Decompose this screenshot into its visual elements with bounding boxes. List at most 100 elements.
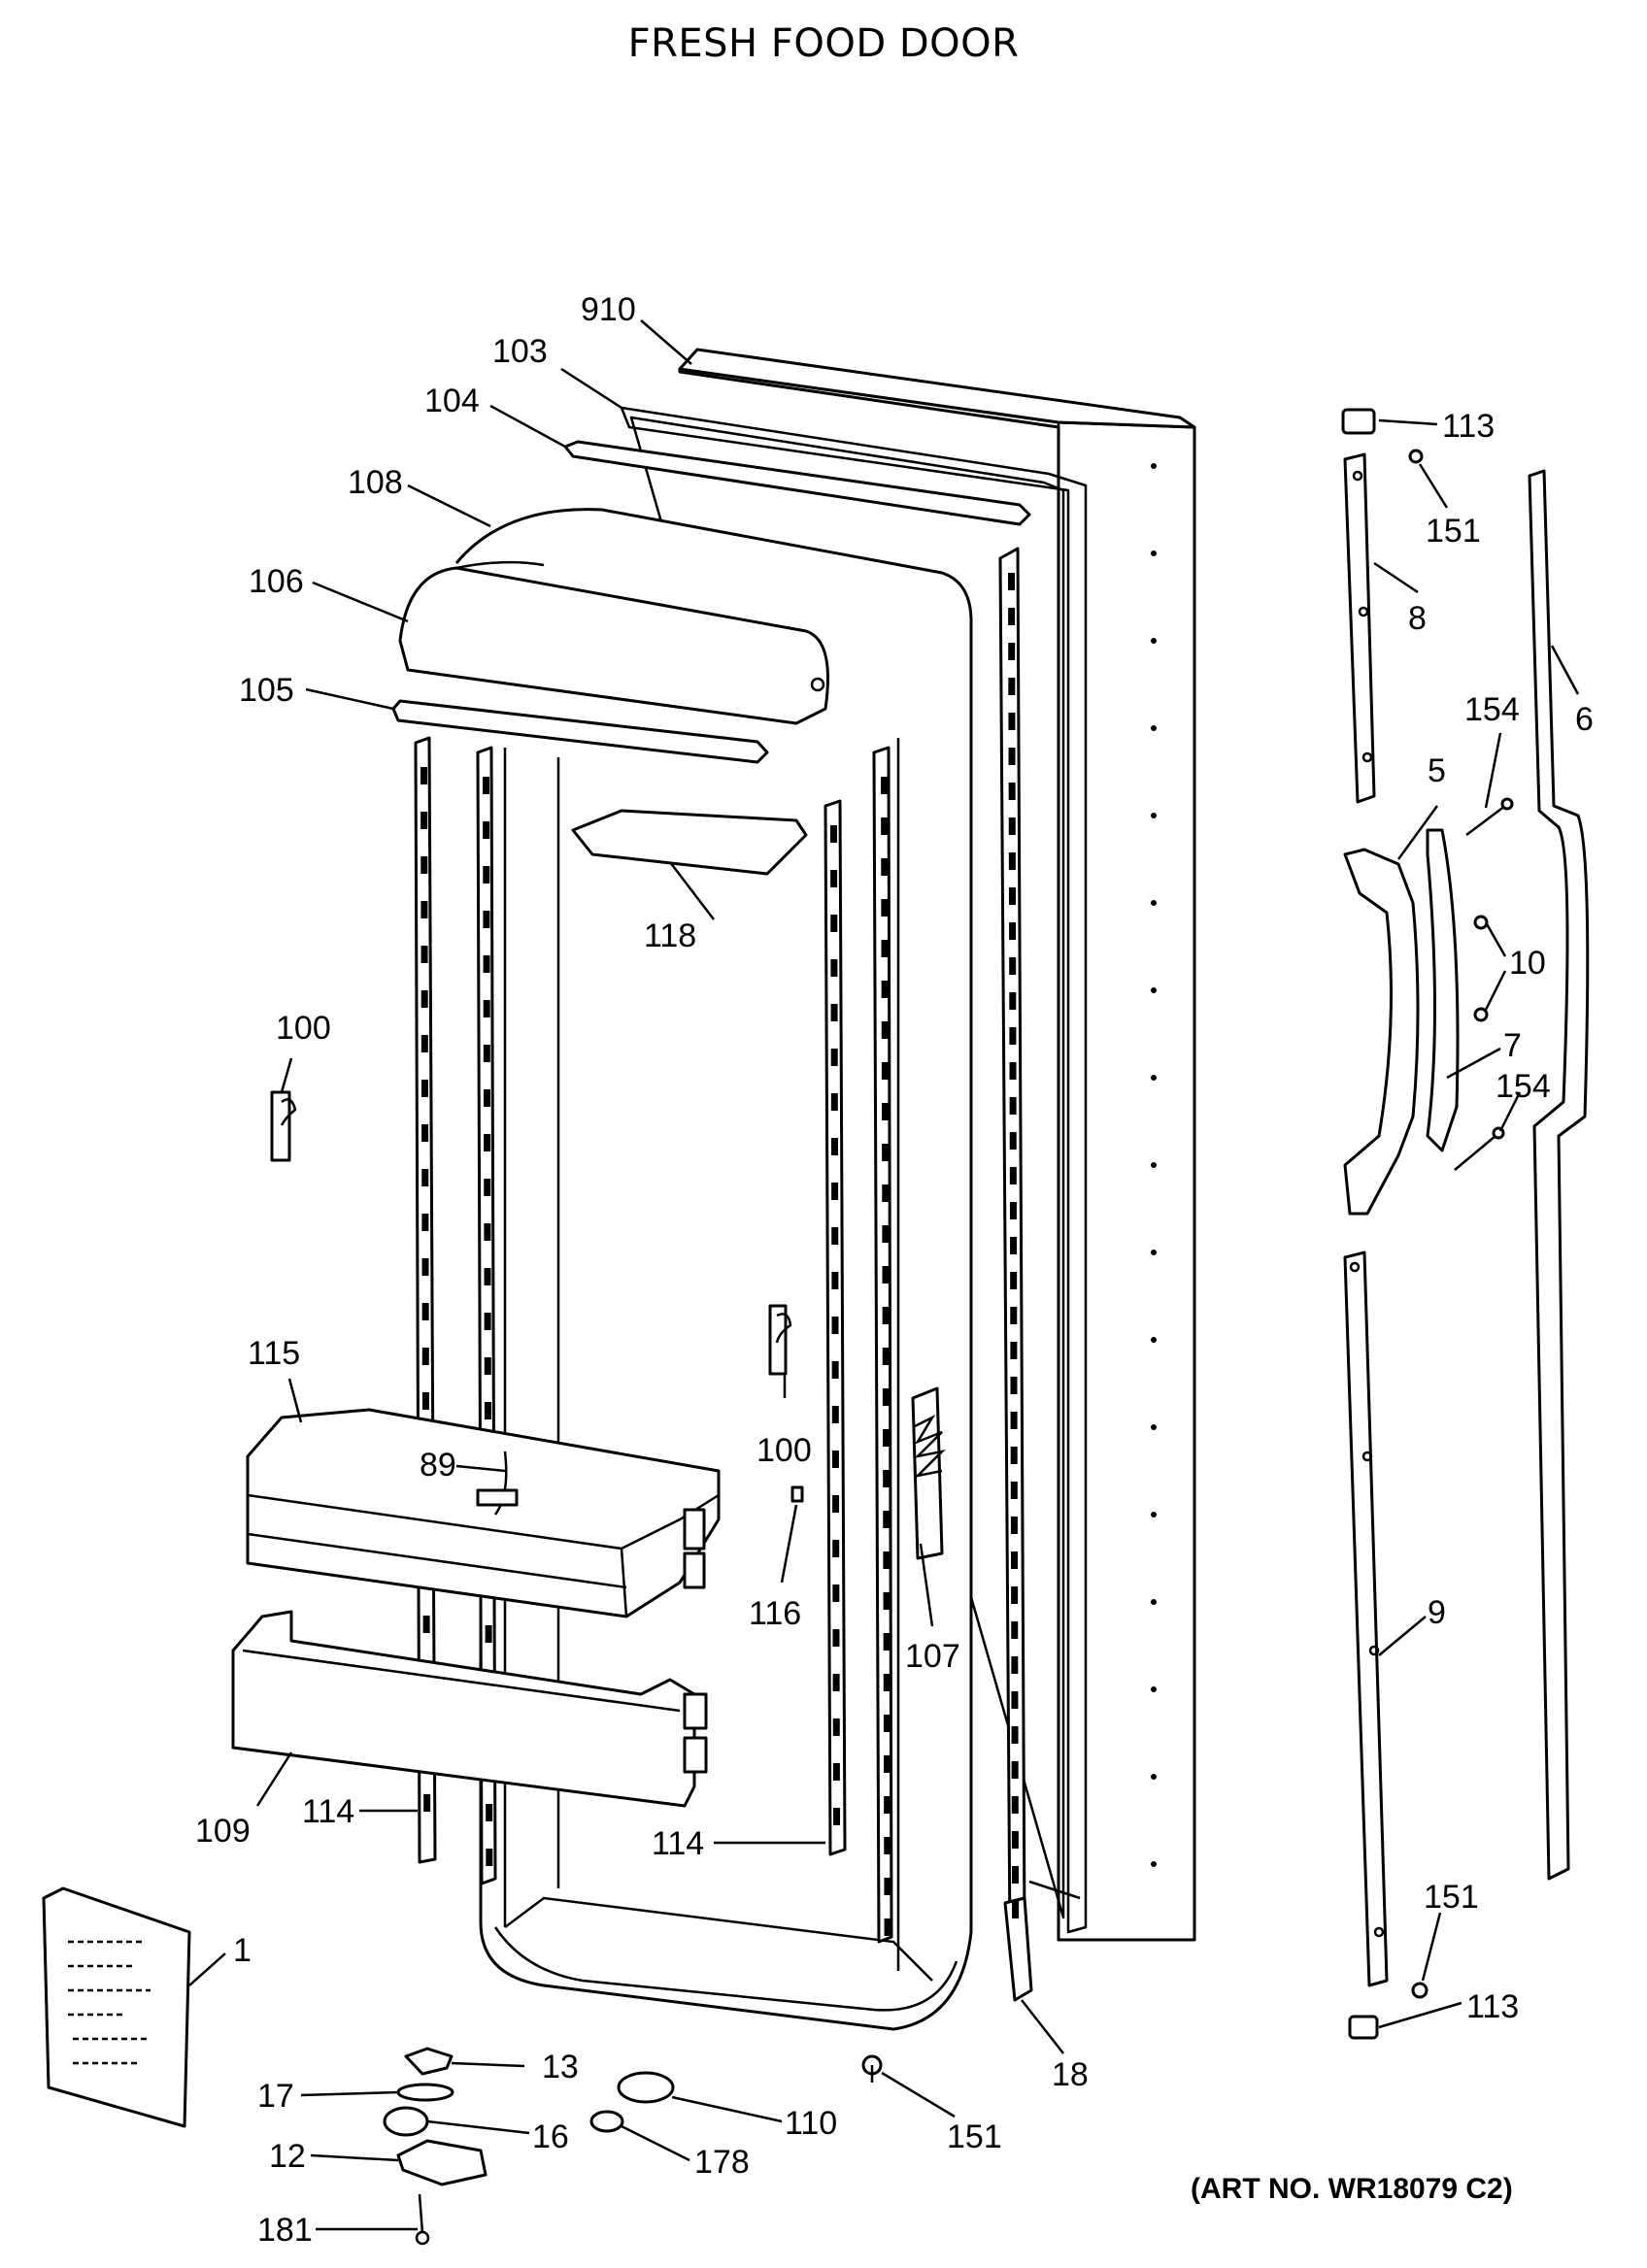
- part-10-screws: [1473, 915, 1489, 1022]
- part-9-handle-trim-lower: [1343, 1251, 1389, 1987]
- rail-slot: [884, 1878, 891, 1895]
- callout-105: 105: [239, 672, 294, 709]
- rail-slot: [884, 1796, 891, 1814]
- rail-slot: [483, 955, 490, 973]
- rail-slot: [1010, 1272, 1018, 1289]
- part-154-screw-upper: [1465, 797, 1514, 836]
- part-116-clip: [790, 1485, 804, 1503]
- rail-slot: [1011, 1796, 1019, 1814]
- callout-110: 110: [785, 2105, 837, 2142]
- part-8-handle-trim-upper: [1343, 452, 1376, 804]
- rail-slot: [883, 1592, 891, 1610]
- rail-slot: [830, 915, 838, 932]
- rail-slot: [1008, 748, 1016, 765]
- rail-slot: [832, 1540, 840, 1557]
- rail-slot: [832, 1718, 840, 1736]
- rail-slot: [881, 817, 889, 835]
- part-100-bracket-right: [768, 1304, 792, 1376]
- callout-115: 115: [248, 1335, 300, 1372]
- part-7-handle-insert: [1426, 828, 1460, 1152]
- rail-slot: [884, 1837, 891, 1854]
- callout-151-lower-right: 151: [1424, 1879, 1479, 1916]
- part-110-cap: [617, 2071, 675, 2104]
- part-109-bin: [231, 1610, 708, 1808]
- rail-slot: [483, 777, 489, 794]
- rail-slot: [483, 911, 490, 928]
- door-rivet: [1151, 1686, 1157, 1692]
- callout-118: 118: [644, 917, 696, 954]
- rail-slot: [1010, 1237, 1018, 1254]
- rail-slot: [422, 1616, 430, 1633]
- rail-slot: [484, 1223, 491, 1241]
- part-113-cap-bottom: [1348, 2015, 1379, 2040]
- door-rivet: [1151, 1075, 1157, 1081]
- rail-slot: [881, 899, 889, 917]
- rail-slot: [1011, 1726, 1019, 1744]
- callout-7: 7: [1503, 1027, 1522, 1064]
- rail-slot: [883, 1633, 891, 1651]
- rail-slot: [1008, 713, 1016, 730]
- rail-slot: [881, 940, 889, 957]
- rail-slot: [883, 1715, 891, 1732]
- rail-slot: [882, 1307, 890, 1324]
- callout-108: 108: [348, 464, 403, 501]
- rail-slot: [830, 1049, 838, 1066]
- callout-114-left: 114: [302, 1793, 354, 1830]
- rail-slot: [484, 1134, 491, 1151]
- rail-slot: [1011, 1691, 1019, 1709]
- door-rivet: [1151, 1337, 1157, 1343]
- callout-12: 12: [269, 2138, 306, 2175]
- rail-slot: [883, 1470, 891, 1487]
- part-13-plate: [404, 2047, 454, 2076]
- rail-slot: [421, 1348, 429, 1365]
- rail-slot: [420, 856, 428, 874]
- rail-slot: [484, 1357, 491, 1375]
- part-118-tray: [571, 809, 808, 920]
- rail-slot: [832, 1584, 840, 1602]
- callout-8: 8: [1408, 600, 1427, 637]
- callout-5: 5: [1428, 752, 1446, 789]
- rail-slot: [421, 1169, 429, 1186]
- part-113-cap-top: [1341, 408, 1376, 435]
- part-104-strip: [563, 440, 1031, 526]
- rail-slot: [831, 1451, 839, 1468]
- rail-slot: [420, 901, 428, 918]
- rail-slot: [830, 825, 837, 843]
- rail-slot: [1008, 573, 1015, 590]
- door-rivet: [1151, 463, 1157, 469]
- callout-9: 9: [1428, 1594, 1446, 1631]
- rail-slot: [483, 1045, 490, 1062]
- rail-slot: [882, 1103, 890, 1120]
- rail-slot: [420, 1035, 428, 1052]
- callout-100-left: 100: [276, 1010, 331, 1047]
- part-115-bin: [246, 1408, 721, 1618]
- part-151-screw-lower-right: [1411, 1982, 1429, 1999]
- rail-slot: [830, 1138, 838, 1155]
- part-106-dairy-door: [398, 560, 829, 725]
- rail-slot: [484, 1268, 491, 1285]
- rail-slot: [1009, 1097, 1017, 1115]
- part-5-handle: [1343, 848, 1420, 1216]
- rail-slot: [883, 1511, 891, 1528]
- rail-slot: [831, 1272, 839, 1289]
- rail-slot: [1008, 643, 1016, 660]
- callout-116: 116: [749, 1595, 801, 1632]
- rail-slot: [831, 1183, 839, 1200]
- rail-slot: [423, 1794, 431, 1812]
- rail-slot: [484, 1402, 491, 1419]
- rail-slot: [483, 1000, 490, 1017]
- door-rivet: [1151, 1512, 1157, 1518]
- rail-slot: [883, 1429, 891, 1447]
- rail-slot: [1011, 1551, 1019, 1569]
- callout-151-top: 151: [1426, 513, 1481, 550]
- callout-16: 16: [532, 2118, 569, 2155]
- callout-113-top: 113: [1442, 408, 1495, 445]
- rail-slot: [1011, 1866, 1019, 1884]
- rail-slot: [883, 1551, 891, 1569]
- rail-slot: [882, 1266, 890, 1284]
- callout-181: 181: [257, 2212, 313, 2249]
- rail-slot: [881, 981, 889, 998]
- rail-slot: [881, 858, 889, 876]
- rail-slot: [420, 767, 427, 784]
